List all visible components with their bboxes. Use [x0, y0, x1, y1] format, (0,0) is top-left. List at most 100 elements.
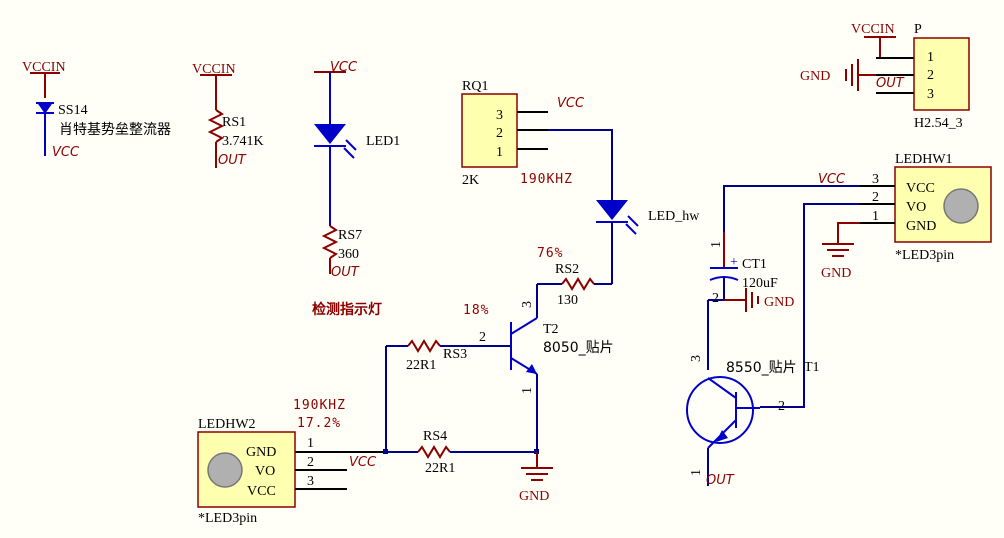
diode-triangle-icon: [37, 102, 53, 114]
ledhw1-vcc-wire: [723, 185, 860, 232]
rq1-net-label: VCC: [557, 96, 585, 111]
led1-ref: LED1: [366, 134, 400, 149]
ledhw2-duty: 17.2%: [297, 416, 341, 431]
ledhw1-ref: LEDHW1: [895, 152, 953, 167]
ledhw2-num-1: 1: [307, 436, 314, 451]
ct1-value: 120uF: [742, 276, 778, 291]
ledhw2-pin-vcc: VCC: [247, 484, 276, 499]
ledhw1-connector: LEDHW1 VCC VO GND 3 2 1 *LED3pin VCC: [818, 152, 992, 263]
t1-circle: [686, 376, 754, 444]
p-gnd-label: GND: [800, 69, 830, 84]
led1-triangle-icon: [314, 124, 346, 144]
t1-type: 8550_贴片: [726, 360, 797, 376]
rs7-zigzag: [321, 225, 339, 259]
p-out-label: OUT: [876, 76, 905, 91]
p-connector: VCCIN P 1 2 3 GND OUT H2.54_3: [800, 22, 970, 131]
t2-arrow-icon: [526, 364, 537, 374]
ct1-pin1: 1: [709, 241, 724, 248]
rs4-value: 22R1: [425, 461, 455, 476]
ledhw2-ref: LEDHW2: [198, 417, 256, 432]
ledhw2-pin-vo: VO: [255, 464, 275, 479]
led-hw-triangle-icon: [596, 200, 628, 220]
rq1-body: [461, 93, 518, 168]
p-footprint: H2.54_3: [914, 116, 963, 131]
gnd-symbol-bottom: GND: [519, 452, 553, 504]
t1-arrow-icon: [716, 430, 728, 442]
ledhw2-num-2: 2: [307, 455, 314, 470]
rs1-zigzag: [207, 109, 225, 143]
rs2-zigzag: [561, 277, 595, 291]
led-hw-percent: 76%: [537, 246, 563, 261]
ledhw1-footprint: *LED3pin: [895, 248, 954, 263]
rs3-value: 22R1: [406, 358, 436, 373]
t2-pin-b: 2: [479, 330, 486, 345]
ledhw1-gnd-label: GND: [821, 266, 851, 281]
rs3-zigzag: [407, 339, 441, 353]
rs2-resistor: RS2 130: [536, 262, 612, 318]
p-ref: P: [914, 22, 922, 37]
ct1-gnd-label: GND: [764, 295, 794, 310]
led1-net-label: VCC: [330, 60, 358, 75]
t1-ref: T1: [804, 360, 820, 375]
rs4-zigzag: [417, 445, 451, 459]
t1-pin-b: 2: [778, 399, 785, 414]
ss14-ref: SS14: [58, 103, 88, 118]
rs1-resistor: VCCIN RS1 3.741K OUT: [192, 62, 264, 168]
ledhw1-num-3: 3: [872, 172, 879, 187]
led1-group: VCC LED1 RS7 360 OUT 检测指示灯: [312, 60, 400, 318]
rs1-ref: RS1: [222, 115, 246, 130]
ledhw2-connector: LEDHW2 GND VO VCC 1 2 3 *LED3pin VCC 190…: [197, 398, 377, 526]
ss14-net-label: VCCIN: [22, 60, 66, 75]
rq1-value: 2K: [462, 173, 479, 188]
t2-pin-e: 1: [520, 387, 535, 394]
p-body: [913, 37, 970, 111]
rq1-pin-1: 1: [496, 145, 503, 160]
ss14-diode: VCCIN SS14 肖特基势垒整流器 VCC: [22, 60, 171, 160]
ss14-out-label: VCC: [52, 145, 80, 160]
ledhw1-pin-vcc: VCC: [906, 181, 935, 196]
rs2-value: 130: [557, 293, 578, 308]
rs1-value: 3.741K: [222, 134, 264, 149]
rq1-pin-2: 2: [496, 126, 503, 141]
led-hw: LED_hw 76%: [537, 200, 700, 284]
ledhw1-net-label: VCC: [818, 172, 846, 187]
rs4-ref: RS4: [423, 429, 447, 444]
ledhw2-sensor-icon: [207, 452, 243, 488]
p-pin-2: 2: [927, 68, 934, 83]
rs3-ref: RS3: [443, 347, 467, 362]
ledhw1-pin-gnd: GND: [906, 219, 936, 234]
t2-pct: 18%: [463, 303, 489, 318]
indicator-label: 检测指示灯: [312, 301, 382, 318]
ledhw2-freq: 190KHZ: [293, 398, 346, 413]
ledhw2-num-3: 3: [307, 474, 314, 489]
rq1-pin-3: 3: [496, 108, 503, 123]
p-pin-3: 3: [927, 87, 934, 102]
p-pin-1: 1: [927, 50, 934, 65]
t1-pin-c: 1: [689, 469, 704, 476]
t2-ref: T2: [543, 322, 559, 337]
ledhw1-pin-vo: VO: [906, 200, 926, 215]
rs4-resistor: RS4 22R1: [295, 429, 539, 476]
ledhw1-num-1: 1: [872, 209, 879, 224]
t1-pin-e: 3: [689, 355, 704, 362]
ct1-plate-curved: [709, 276, 739, 281]
t1-out-label: OUT: [706, 473, 735, 488]
rs1-net-label: VCCIN: [192, 62, 236, 77]
ct1-capacitor: 1 + CT1 120uF 2 GND: [709, 232, 794, 312]
ledhw2-net-label: VCC: [349, 455, 377, 470]
rs2-ref: RS2: [555, 262, 579, 277]
rs7-ref: RS7: [338, 228, 362, 243]
rq1-wire: [548, 129, 613, 200]
rs3-resistor: 22R1 RS3: [385, 339, 473, 452]
t2-pin-c: 3: [520, 301, 535, 308]
ct1-plus: +: [730, 255, 738, 270]
ledhw1-sensor-icon: [943, 188, 979, 224]
led-hw-ref: LED_hw: [648, 209, 700, 224]
rs7-value: 360: [338, 247, 359, 262]
ledhw2-footprint: *LED3pin: [198, 511, 257, 526]
rq1-ref: RQ1: [462, 79, 488, 94]
ledhw2-pin-gnd: GND: [246, 445, 276, 460]
gnd-label-bottom: GND: [519, 489, 549, 504]
ss14-desc: 肖特基势垒整流器: [59, 121, 171, 138]
